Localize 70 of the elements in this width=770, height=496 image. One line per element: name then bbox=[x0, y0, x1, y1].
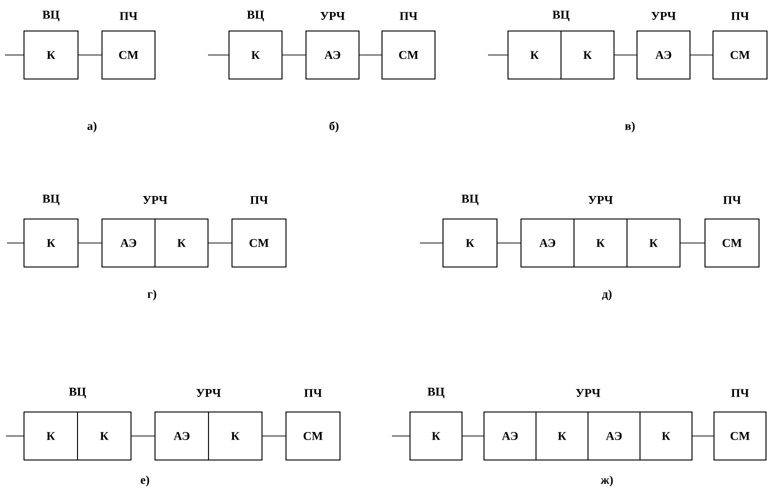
circuit-block: АЭ bbox=[102, 218, 156, 268]
block-heading: ВЦ bbox=[69, 388, 86, 398]
subfigure-caption: а) bbox=[87, 122, 96, 132]
block-heading: ВЦ bbox=[552, 10, 570, 22]
circuit-block: К bbox=[626, 218, 680, 268]
connector-line bbox=[78, 242, 102, 244]
circuit-block: СМ bbox=[704, 218, 760, 268]
block-heading: ПЧ bbox=[250, 196, 268, 204]
block-heading: ПЧ bbox=[304, 389, 322, 397]
circuit-block: СМ bbox=[712, 30, 768, 80]
block-heading: УРЧ bbox=[196, 389, 221, 397]
block-heading: УРЧ bbox=[320, 12, 345, 20]
circuit-block: К bbox=[442, 218, 498, 268]
circuit-block: К bbox=[640, 412, 692, 460]
subfigure-caption: ж) bbox=[600, 476, 613, 486]
circuit-block: К bbox=[77, 412, 132, 460]
subfigure-caption: д) bbox=[602, 290, 612, 300]
block-heading: УРЧ bbox=[576, 389, 600, 397]
subfigure-caption: в) bbox=[625, 122, 635, 132]
connector-line bbox=[359, 54, 382, 56]
connector-line bbox=[208, 54, 229, 56]
block-heading: ПЧ bbox=[731, 12, 749, 20]
connector-line bbox=[78, 54, 102, 56]
block-heading: УРЧ bbox=[651, 12, 676, 20]
subfigure-caption: б) bbox=[329, 121, 338, 133]
circuit-block: К bbox=[208, 412, 262, 460]
circuit-block: К bbox=[24, 412, 78, 460]
circuit-block: АЭ bbox=[484, 412, 536, 460]
block-heading: УРЧ bbox=[142, 196, 168, 204]
circuit-block: АЭ bbox=[636, 30, 690, 80]
circuit-block: К bbox=[154, 218, 208, 268]
circuit-block: К bbox=[560, 30, 614, 80]
circuit-block: СМ bbox=[382, 30, 436, 80]
connector-line bbox=[614, 54, 637, 56]
circuit-block: СМ bbox=[286, 412, 340, 460]
block-heading: ПЧ bbox=[400, 12, 418, 20]
connector-line bbox=[497, 242, 521, 244]
connector-line bbox=[4, 54, 24, 56]
connector-line bbox=[282, 54, 306, 56]
subfigure-caption: г) bbox=[148, 290, 156, 300]
circuit-block: К bbox=[508, 30, 562, 80]
subfigure-caption: е) bbox=[140, 476, 150, 486]
circuit-block: СМ bbox=[714, 412, 766, 460]
circuit-block: АЭ bbox=[154, 412, 209, 460]
block-heading: УРЧ bbox=[588, 196, 613, 204]
connector-line bbox=[6, 242, 24, 244]
circuit-block: СМ bbox=[232, 218, 286, 268]
block-heading: ПЧ bbox=[723, 196, 741, 204]
connector-line bbox=[690, 54, 713, 56]
circuit-block: АЭ bbox=[306, 30, 360, 80]
block-heading: ВЦ bbox=[42, 194, 60, 206]
connector-line bbox=[680, 242, 705, 244]
block-heading: ПЧ bbox=[120, 12, 138, 20]
block-heading: ВЦ bbox=[428, 388, 444, 398]
circuit-block: СМ bbox=[102, 30, 156, 80]
block-heading: ВЦ bbox=[42, 10, 60, 22]
circuit-block: АЭ bbox=[588, 412, 640, 460]
circuit-block: К bbox=[24, 218, 78, 268]
circuit-block: К bbox=[410, 412, 462, 460]
block-heading: ВЦ bbox=[247, 10, 264, 22]
connector-line bbox=[208, 242, 232, 244]
circuit-block: АЭ bbox=[520, 218, 574, 268]
circuit-block: К bbox=[574, 218, 628, 268]
circuit-block: К bbox=[24, 30, 78, 80]
circuit-block: К bbox=[228, 30, 282, 80]
connector-line bbox=[488, 54, 508, 56]
circuit-block: К bbox=[536, 412, 588, 460]
connector-line bbox=[420, 242, 443, 244]
block-heading: ПЧ bbox=[731, 389, 749, 397]
block-heading: ВЦ bbox=[462, 194, 478, 206]
